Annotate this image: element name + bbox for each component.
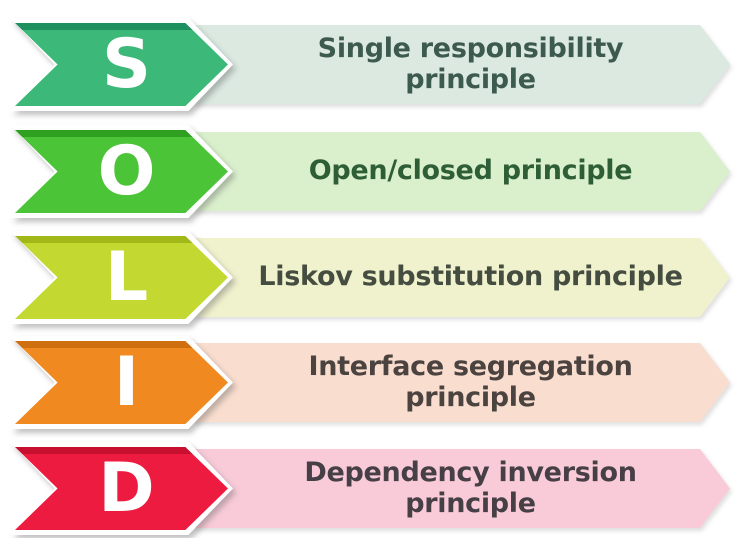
chevron-arrow: L	[10, 231, 233, 324]
chevron-arrow: O	[10, 125, 233, 218]
principle-label-line1: Dependency inversion	[304, 456, 637, 488]
principle-band: Interface segregation principle	[193, 343, 730, 422]
principle-label-line1: Liskov substitution principle	[258, 261, 683, 293]
row-liskov-substitution: Liskov substitution principle L	[0, 231, 737, 324]
chevron-arrow: I	[10, 336, 233, 429]
principle-letter: S	[102, 25, 151, 104]
principle-letter: O	[97, 132, 156, 211]
principle-band: Liskov substitution principle	[193, 238, 730, 317]
principle-label-line1: Open/closed principle	[308, 155, 633, 187]
principle-band: Single responsibility principle	[193, 25, 730, 104]
principle-letter: L	[104, 238, 149, 317]
row-interface-segregation: Interface segregation principle I	[0, 336, 737, 429]
principle-label-line1: Interface segregation	[308, 350, 633, 382]
row-dependency-inversion: Dependency inversion principle D	[0, 442, 737, 535]
principle-label-line2: principle	[405, 63, 536, 95]
principle-label-line2: principle	[405, 381, 536, 413]
principle-label-line1: Single responsibility	[317, 32, 624, 64]
chevron-arrow: D	[10, 442, 233, 535]
chevron-arrow: S	[10, 18, 233, 111]
row-open-closed: Open/closed principle O	[0, 125, 737, 218]
principle-label-line2: principle	[405, 487, 536, 519]
principle-letter: D	[98, 449, 155, 528]
principle-band: Dependency inversion principle	[193, 449, 730, 528]
principle-letter: I	[113, 343, 140, 422]
principle-band: Open/closed principle	[193, 132, 730, 211]
row-single-responsibility: Single responsibility principle S	[0, 18, 737, 111]
